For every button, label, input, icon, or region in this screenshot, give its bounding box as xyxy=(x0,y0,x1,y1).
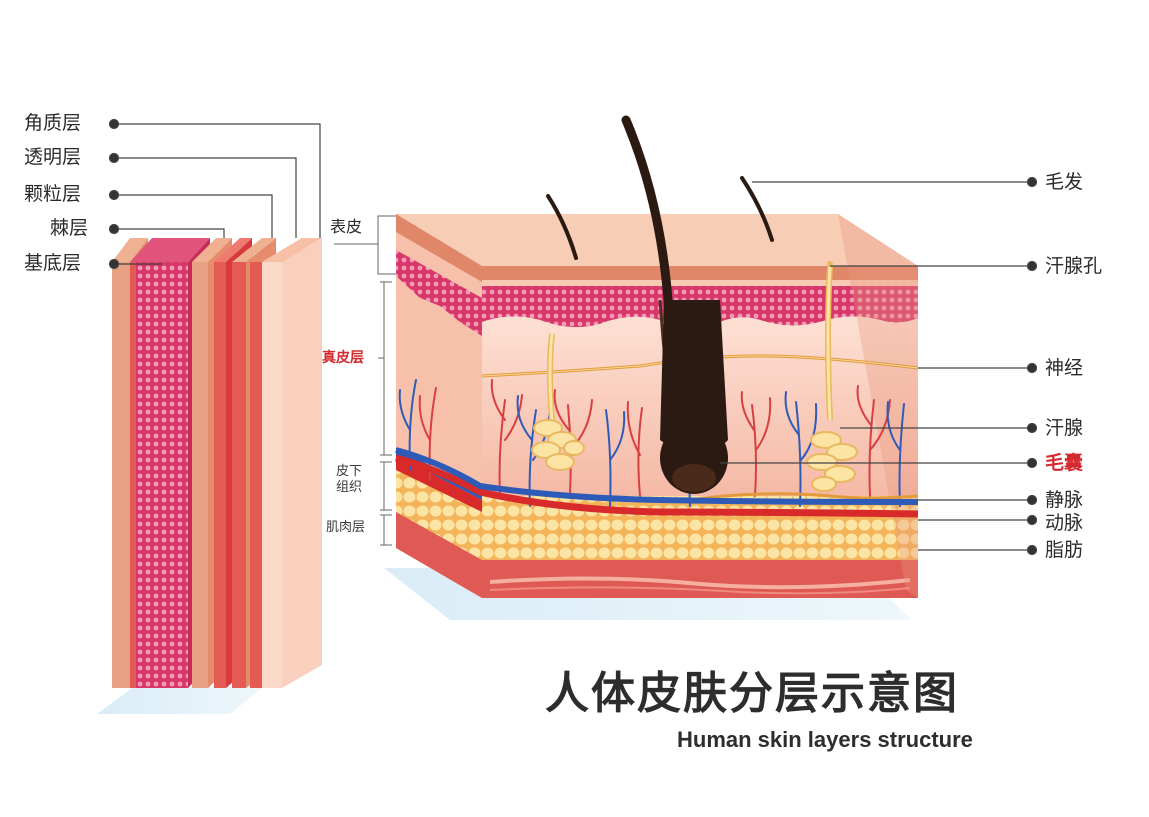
left-shadow xyxy=(97,686,265,714)
sweat-gland-left xyxy=(531,333,585,471)
label-stratum-corneum: 角质层 xyxy=(24,112,82,134)
mid-brackets xyxy=(334,215,396,546)
artery xyxy=(395,454,919,518)
page-title: 人体皮肤分层示意图 xyxy=(545,668,959,719)
side-face xyxy=(396,214,482,598)
label-hair-follicle: 毛囊 xyxy=(1045,452,1084,474)
hairs xyxy=(546,115,774,494)
left-leader-lines xyxy=(108,118,321,270)
label-sweat-pore: 汗腺孔 xyxy=(1045,255,1103,277)
label-artery: 动脉 xyxy=(1045,512,1084,534)
label-sweat-gland: 汗腺 xyxy=(1045,417,1084,439)
right-leader-lines xyxy=(720,176,1038,556)
skin-block xyxy=(384,115,919,620)
vein xyxy=(395,447,919,505)
label-stratum-lucidum: 透明层 xyxy=(24,146,82,168)
layer-corneum xyxy=(250,238,322,688)
label-muscle: 肌肉层 xyxy=(326,520,366,535)
label-nerve: 神经 xyxy=(1045,357,1084,379)
label-hair: 毛发 xyxy=(1045,171,1084,193)
label-subcutaneous: 皮下 组织 xyxy=(336,464,363,496)
page-subtitle: Human skin layers structure xyxy=(677,727,973,752)
label-fat: 脂肪 xyxy=(1045,539,1084,561)
label-stratum-basale: 基底层 xyxy=(24,252,82,274)
sweat-gland-right xyxy=(806,261,858,492)
label-epidermis: 表皮 xyxy=(330,217,363,236)
label-dermis: 真皮层 xyxy=(322,350,364,366)
label-stratum-spinosum: 棘层 xyxy=(50,217,89,239)
exploded-layers xyxy=(97,238,322,714)
label-stratum-granulosum: 颗粒层 xyxy=(24,183,82,205)
label-vein: 静脉 xyxy=(1045,489,1084,511)
